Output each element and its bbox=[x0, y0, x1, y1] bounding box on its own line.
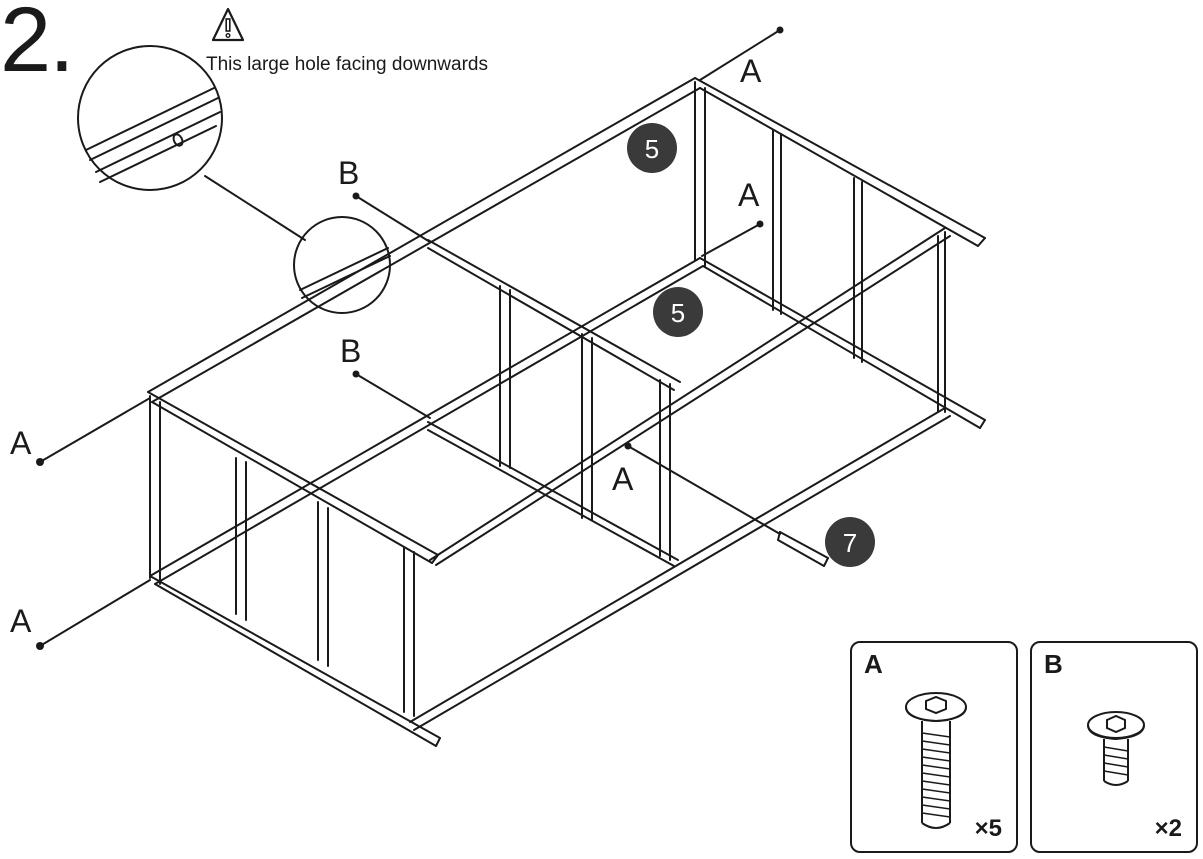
long-hex-screw-icon bbox=[905, 692, 967, 829]
screw-label-b-lower: B bbox=[340, 333, 361, 369]
part-badge: 5 bbox=[627, 123, 677, 173]
hardware-letter: B bbox=[1044, 649, 1063, 679]
screw-label-a-center: A bbox=[612, 461, 634, 497]
part-badge: 5 bbox=[653, 287, 703, 337]
screw-label-a-right: A bbox=[738, 177, 760, 213]
screw-label-a-left-lower: A bbox=[10, 603, 32, 639]
hardware-quantity: ×5 bbox=[974, 815, 1002, 842]
short-hex-screw-icon bbox=[1087, 711, 1145, 786]
part-badge: 7 bbox=[825, 517, 875, 567]
step-number: 2. bbox=[0, 0, 75, 91]
hardware-card-b: B ×2 bbox=[1030, 641, 1198, 853]
screw-label-b-upper: B bbox=[338, 155, 359, 191]
hardware-card-a: A ×5 bbox=[850, 641, 1018, 853]
screw-label-a-top: A bbox=[740, 53, 762, 89]
warning-triangle-icon bbox=[211, 7, 245, 42]
hardware-letter: A bbox=[864, 649, 883, 679]
part-badge-label: 5 bbox=[671, 298, 685, 328]
part-badge-label: 5 bbox=[645, 134, 659, 164]
screw-label-a-left-upper: A bbox=[10, 425, 32, 461]
hardware-quantity: ×2 bbox=[1154, 815, 1182, 842]
part-badge-label: 7 bbox=[843, 528, 857, 558]
warning-note: This large hole facing downwards bbox=[206, 54, 488, 75]
